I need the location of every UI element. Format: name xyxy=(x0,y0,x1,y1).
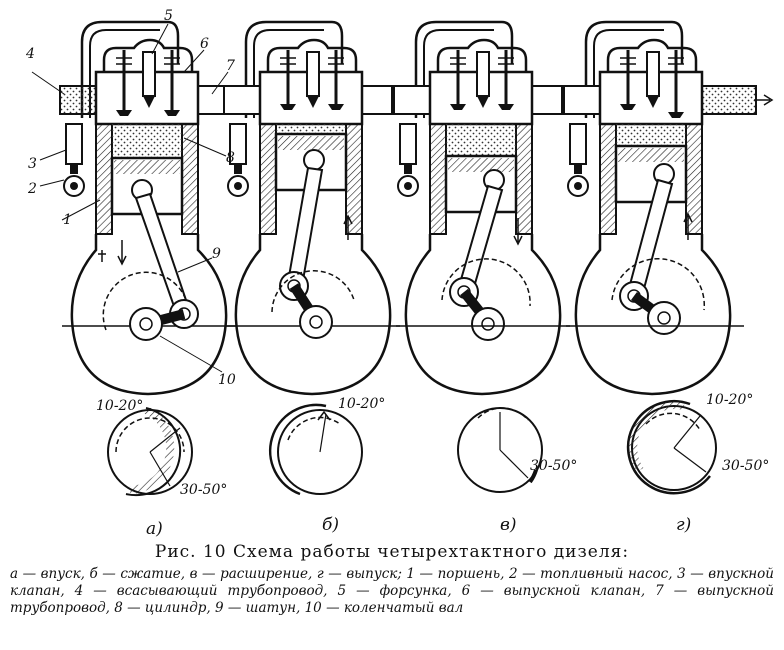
stage-letter-a: а) xyxy=(146,519,163,539)
label-4: 4 xyxy=(25,46,35,62)
engine-diagram: 1 2 3 4 5 6 7 8 9 10 10-20° 30-50° 10-20… xyxy=(25,8,774,539)
angle-b-top: 10-20° xyxy=(338,396,385,412)
angle-g-top: 10-20° xyxy=(706,392,753,408)
engine-a xyxy=(31,20,236,396)
label-5: 5 xyxy=(164,8,173,24)
stage-letter-b: б) xyxy=(322,515,339,535)
label-2: 2 xyxy=(27,181,37,197)
timing-circle-v xyxy=(457,407,543,493)
label-8: 8 xyxy=(226,150,235,166)
label-1: 1 xyxy=(63,212,72,228)
timing-circle-a xyxy=(107,406,193,497)
angle-a-bottom: 30-50° xyxy=(180,482,227,498)
stage-letter-v: в) xyxy=(500,515,517,535)
caption-legend: а — впуск, б — сжатие, в — расширение, г… xyxy=(10,566,774,616)
timing-circle-g xyxy=(626,399,717,495)
caption-title: Рис. 10 Схема работы четырехтактного диз… xyxy=(154,542,630,562)
timing-circle-b xyxy=(268,403,363,496)
label-6: 6 xyxy=(200,36,209,52)
figure-caption: Рис. 10 Схема работы четырехтактного диз… xyxy=(10,542,774,617)
label-10: 10 xyxy=(218,372,236,388)
stage-letter-g: г) xyxy=(676,515,691,535)
engine-g xyxy=(563,20,774,396)
part-labels: 1 2 3 4 5 6 7 8 9 10 xyxy=(25,8,236,388)
label-9: 9 xyxy=(212,246,221,262)
angle-v-bottom: 30-50° xyxy=(530,458,577,474)
angle-g-bottom: 30-50° xyxy=(722,458,769,474)
stage-letters: а) б) в) г) xyxy=(146,515,691,539)
label-7: 7 xyxy=(226,58,235,74)
angle-a-top: 10-20° xyxy=(96,398,143,414)
angle-labels: 10-20° 30-50° 10-20° 30-50° 10-20° 30-50… xyxy=(96,392,769,498)
engine-v xyxy=(393,20,570,396)
label-3: 3 xyxy=(28,156,37,172)
engine-b xyxy=(223,20,400,396)
